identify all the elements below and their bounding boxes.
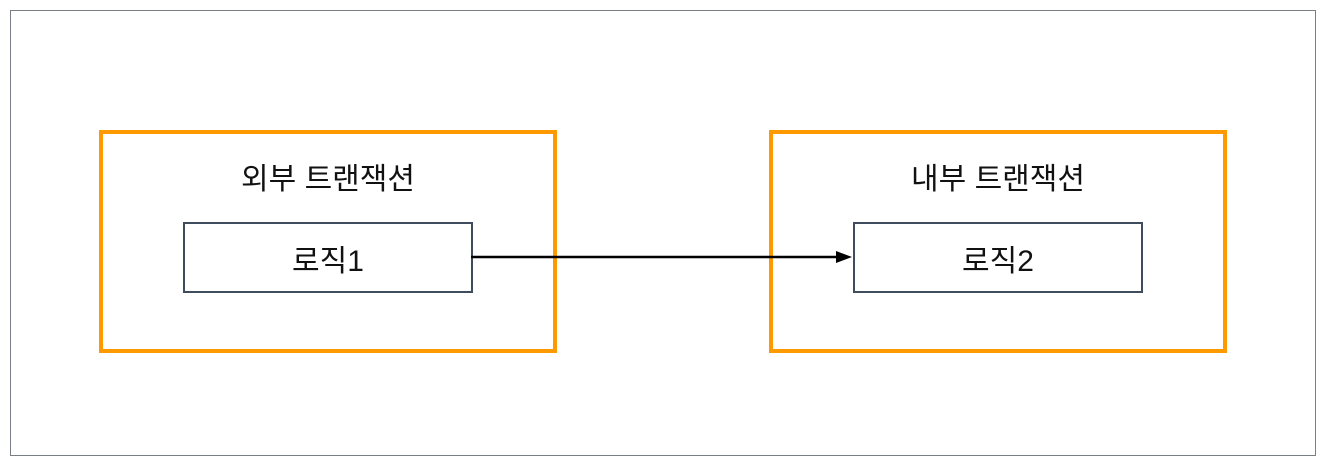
logic1-box: 로직1	[183, 222, 473, 293]
outer-transaction-box: 외부 트랜잭션 로직1	[99, 130, 557, 353]
inner-transaction-box: 내부 트랜잭션 로직2	[769, 130, 1227, 353]
logic2-box: 로직2	[853, 222, 1143, 293]
diagram-frame	[10, 10, 1316, 456]
outer-transaction-title: 외부 트랜잭션	[241, 163, 415, 196]
inner-transaction-title: 내부 트랜잭션	[911, 163, 1085, 196]
arrow-head-icon	[836, 251, 852, 263]
